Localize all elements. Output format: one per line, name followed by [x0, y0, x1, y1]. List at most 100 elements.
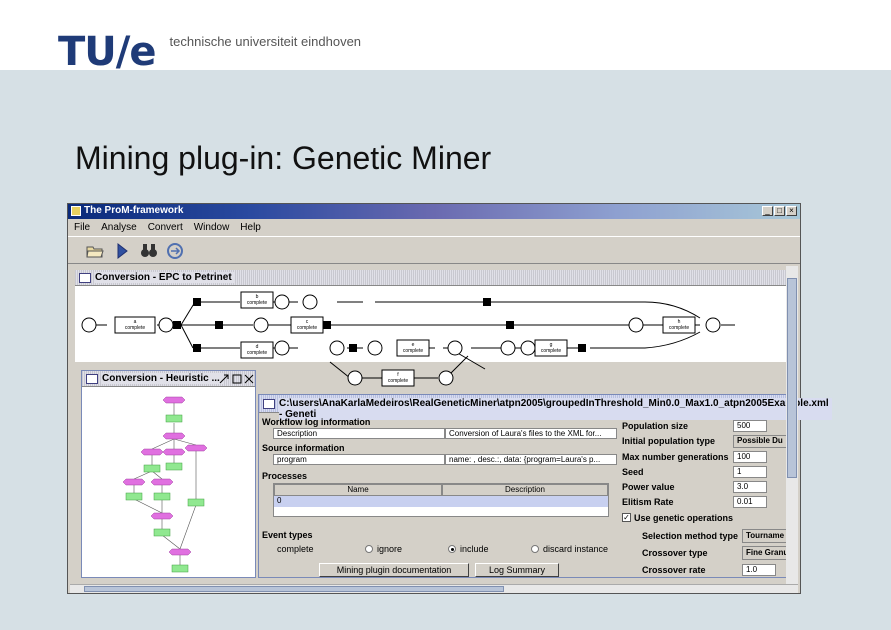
logo-mark: TU/e	[58, 29, 157, 75]
processes-header: Processes	[262, 471, 308, 481]
power-value-input[interactable]: 3.0	[733, 481, 767, 493]
column-header-description[interactable]: Description	[442, 484, 608, 496]
source-info-header: Source information	[262, 443, 345, 453]
program-value: name: , desc.:, data: {program=Laura's p…	[445, 454, 617, 465]
heuristic-frame: Conversion - Heuristic ...	[81, 370, 256, 578]
transition-a-label: complete	[125, 325, 146, 331]
radio-include[interactable]	[448, 545, 456, 553]
description-value: Conversion of Laura's files to the XML f…	[445, 428, 617, 439]
tue-logo: TU/e technische universiteit eindhoven	[58, 32, 361, 72]
genetic-frame-title: C:\users\AnaKarlaMedeiros\RealGeneticMin…	[279, 398, 832, 420]
program-label: program	[273, 454, 445, 465]
close-icon[interactable]	[244, 374, 254, 384]
param-label-elitism-rate: Elitism Rate	[622, 497, 674, 507]
play-icon[interactable]	[112, 241, 132, 261]
transition-d-name: d	[256, 344, 259, 350]
transition-c-label: complete	[297, 325, 318, 331]
workflow-log-header: Workflow log information	[262, 417, 371, 427]
menubar: File Analyse Convert Window Help	[68, 220, 800, 236]
frame-icon	[79, 273, 91, 283]
radio-discard-label: discard instance	[543, 544, 609, 554]
radio-include-label: include	[460, 544, 489, 554]
hscroll-thumb[interactable]	[84, 586, 504, 592]
logo-text: technische universiteit eindhoven	[169, 34, 362, 49]
petri-net-diagram: a complete b complete c complete d compl…	[81, 291, 735, 370]
heuristic-net-diagram	[122, 396, 208, 573]
window-titlebar: The ProM-framework _ □ ×	[68, 204, 800, 219]
max-generations-input[interactable]: 100	[733, 451, 767, 463]
radio-ignore-label: ignore	[377, 544, 403, 554]
menu-help[interactable]: Help	[240, 222, 261, 233]
minimize-button[interactable]: _	[762, 206, 773, 216]
menu-analyse[interactable]: Analyse	[101, 222, 137, 233]
genetic-frame-titlebar[interactable]: C:\users\AnaKarlaMedeiros\RealGeneticMin…	[259, 395, 832, 420]
seed-input[interactable]: 1	[733, 466, 767, 478]
menu-convert[interactable]: Convert	[147, 222, 183, 233]
heuristic-frame-titlebar[interactable]: Conversion - Heuristic ...	[82, 371, 255, 387]
description-label: Description	[273, 428, 445, 439]
crossover-rate-input[interactable]: 1.0	[742, 564, 776, 576]
selection-method-select[interactable]: Tourname	[742, 529, 787, 543]
binoculars-icon[interactable]	[139, 241, 159, 261]
transition-g-label: complete	[541, 348, 562, 354]
param-label-crossover-rate: Crossover rate	[642, 565, 706, 575]
radio-ignore[interactable]	[365, 545, 373, 553]
window-title: The ProM-framework	[84, 205, 184, 216]
table-row[interactable]: 0	[274, 496, 608, 507]
param-label-population-size: Population size	[622, 421, 689, 431]
maximize-button[interactable]: □	[774, 206, 785, 216]
main-vertical-scrollbar[interactable]	[786, 266, 798, 584]
param-label-seed: Seed	[622, 467, 644, 477]
population-size-input[interactable]: 500	[733, 420, 767, 432]
use-genetic-operations-label: Use genetic operations	[634, 513, 734, 523]
use-genetic-operations-checkbox[interactable]: ✓	[622, 513, 631, 522]
epc-frame-titlebar[interactable]: Conversion - EPC to Petrinet	[75, 270, 787, 286]
elitism-rate-input[interactable]: 0.01	[733, 496, 767, 508]
event-type-complete: complete	[277, 544, 314, 554]
transition-h-name: h	[678, 319, 681, 325]
radio-discard-instance[interactable]	[531, 545, 539, 553]
param-label-power-value: Power value	[622, 482, 675, 492]
transition-c-name: c	[306, 319, 309, 325]
maximize-icon[interactable]	[232, 374, 242, 384]
epc-frame-title: Conversion - EPC to Petrinet	[95, 272, 235, 283]
prom-window: The ProM-framework _ □ × File Analyse Co…	[67, 203, 832, 594]
param-label-initial-population-type: Initial population type	[622, 436, 715, 446]
app-icon	[71, 206, 81, 216]
toolbar	[68, 236, 800, 264]
event-types-header: Event types	[262, 530, 313, 540]
param-label-crossover-type: Crossover type	[642, 548, 708, 558]
epc-petrinet-frame: Conversion - EPC to Petrinet	[75, 270, 787, 370]
frame-icon	[86, 374, 98, 384]
transition-b-label: complete	[247, 300, 268, 306]
transition-b-name: b	[256, 294, 259, 300]
genetic-miner-frame: C:\users\AnaKarlaMedeiros\RealGeneticMin…	[258, 394, 832, 578]
transition-d-label: complete	[247, 350, 268, 356]
convert-icon[interactable]	[165, 241, 185, 261]
transition-e-label: complete	[403, 348, 424, 354]
menu-window[interactable]: Window	[193, 222, 230, 233]
desktop-pane: Conversion - EPC to Petrinet	[70, 266, 832, 584]
mining-plugin-documentation-button[interactable]: Mining plugin documentation	[319, 563, 469, 577]
restore-icon[interactable]	[219, 374, 229, 384]
scrollbar-thumb[interactable]	[787, 278, 797, 478]
transition-e-name: e	[412, 342, 415, 348]
processes-table: Name Description 0	[273, 483, 609, 517]
main-horizontal-scrollbar[interactable]	[70, 584, 798, 593]
transition-a-name: a	[134, 319, 137, 325]
slide-title: Mining plug-in: Genetic Miner	[75, 140, 492, 176]
column-header-name[interactable]: Name	[274, 484, 442, 496]
petri-net-lower: f complete	[329, 355, 469, 387]
transition-g-name: g	[550, 342, 553, 348]
crossover-type-select[interactable]: Fine Granu	[742, 546, 788, 560]
open-folder-icon[interactable]	[85, 241, 105, 261]
transition-f-name: f	[397, 372, 399, 378]
close-button[interactable]: ×	[786, 206, 797, 216]
log-summary-button[interactable]: Log Summary	[475, 563, 559, 577]
transition-h-label: complete	[669, 325, 690, 331]
menu-file[interactable]: File	[74, 222, 91, 233]
param-label-selection-method: Selection method type	[642, 531, 739, 541]
initial-population-type-select[interactable]: Possible Du	[733, 435, 787, 448]
heuristic-frame-title: Conversion - Heuristic ...	[102, 373, 223, 384]
frame-icon	[263, 399, 275, 409]
